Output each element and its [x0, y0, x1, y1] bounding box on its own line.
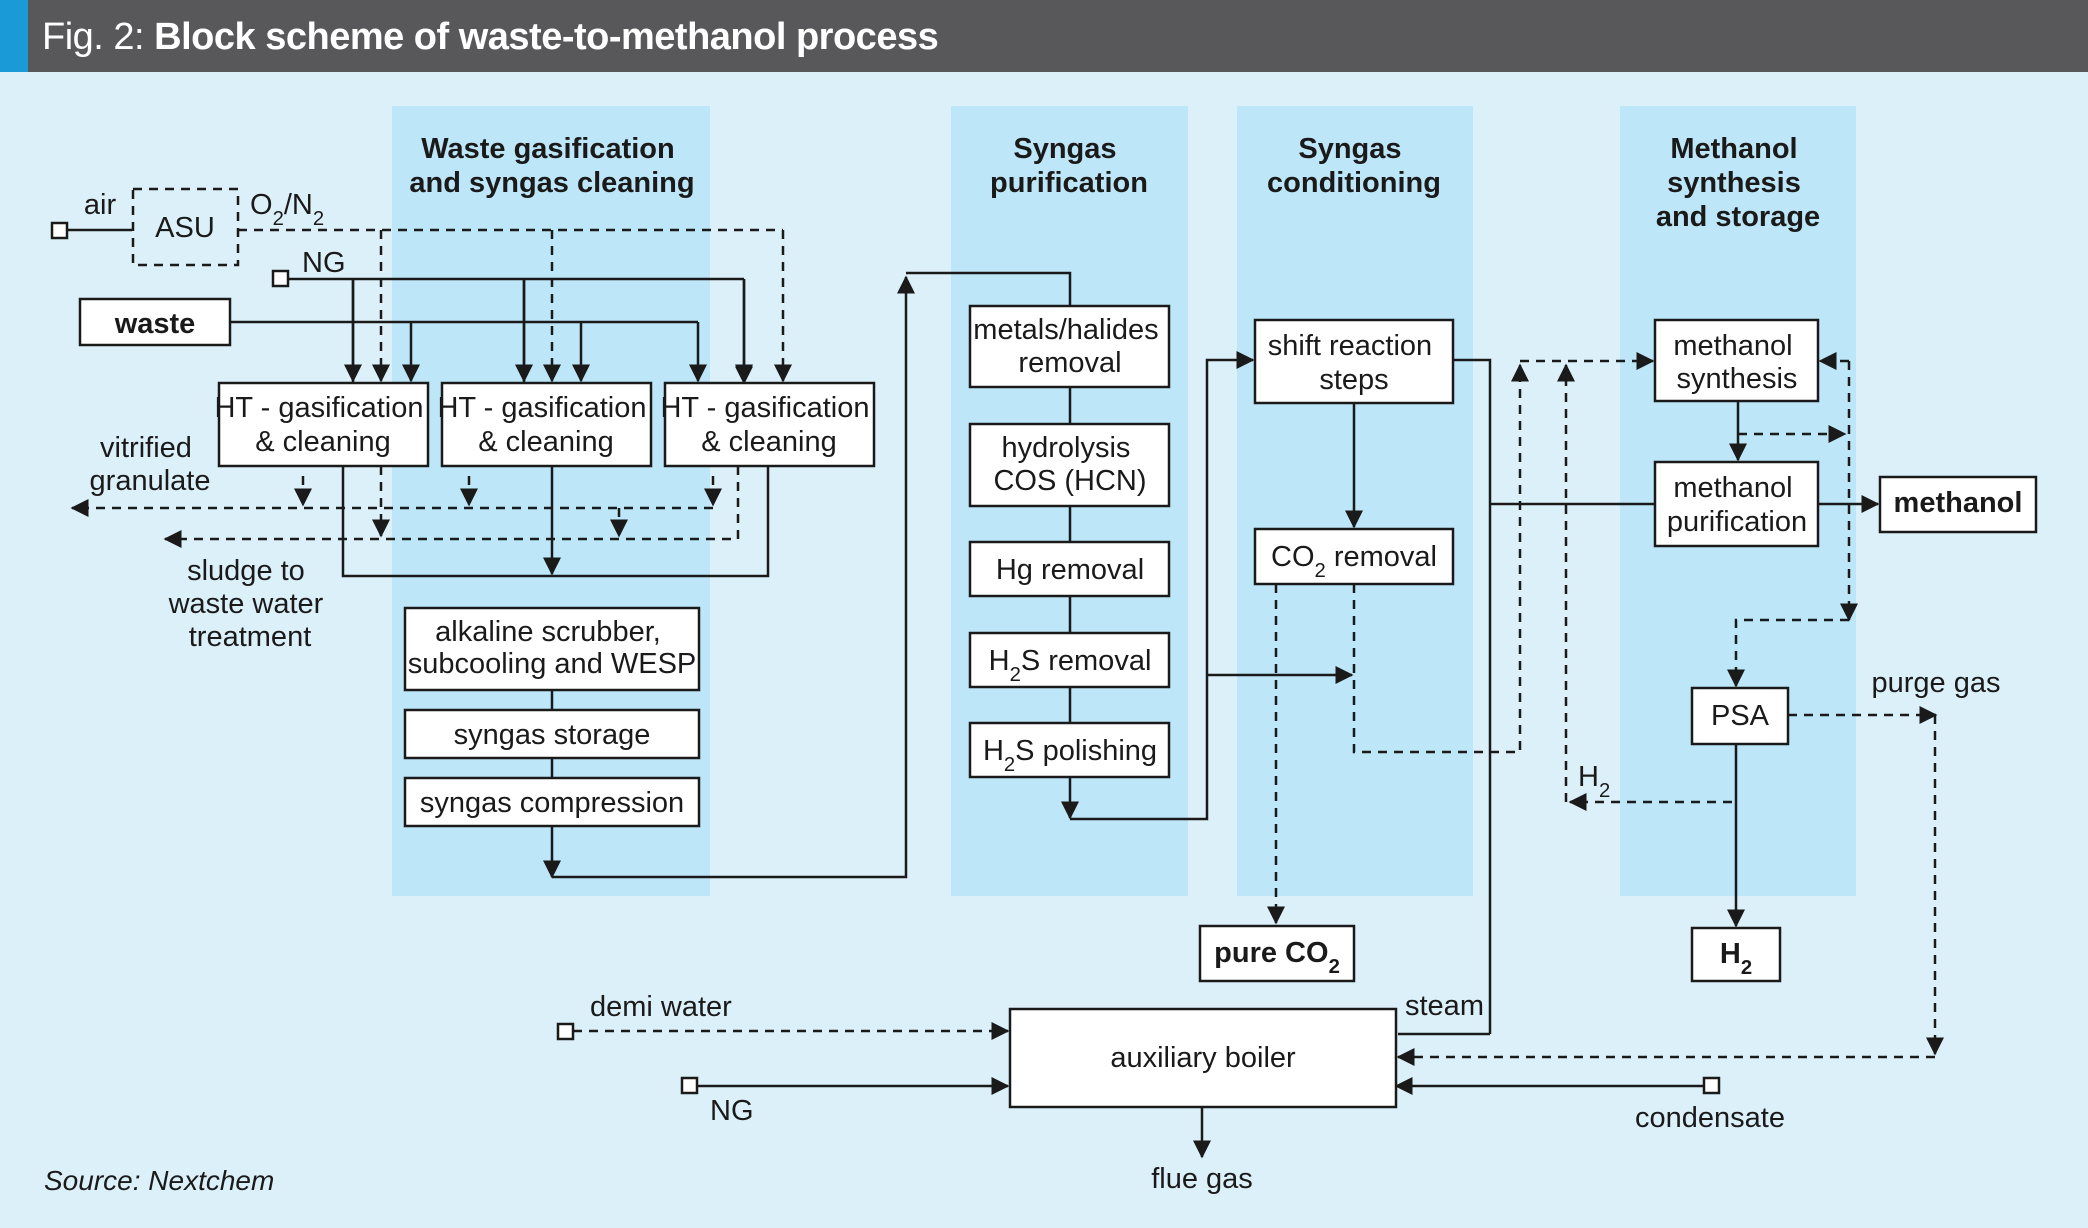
syngas-storage-box — [403, 708, 701, 760]
terminal-condensate — [1702, 1076, 1721, 1095]
air-label: air — [84, 189, 117, 221]
syngas-storage-label: syngas storage — [454, 719, 651, 751]
stage-headers: Waste gasification and syngas cleaning S… — [409, 133, 1820, 233]
hydrolysis-box — [968, 422, 1171, 508]
h2s-polishing-label: H2S polishing — [983, 735, 1157, 776]
h2s-removal-box — [968, 631, 1171, 689]
waste-label: waste — [114, 308, 196, 340]
vitrified-granulate-label: vitrified granulate — [90, 432, 211, 497]
flue-gas-label: flue gas — [1151, 1163, 1253, 1195]
methanol-synthesis-box — [1653, 318, 1820, 403]
header-accent-bar — [0, 0, 28, 72]
hg-removal-box — [968, 540, 1171, 598]
psa-box — [1690, 686, 1790, 746]
h2s-removal-label: H2S removal — [989, 645, 1152, 686]
flow-ht-collect — [341, 466, 770, 578]
pure-co2-box — [1198, 924, 1356, 983]
h2-recycle-label: H2 — [1578, 761, 1610, 802]
pure-co2-label: pure CO2 — [1214, 937, 1340, 978]
terminal-demi-water — [556, 1022, 575, 1041]
shift-reaction-label: shift reaction steps — [1268, 330, 1440, 396]
terminal-air — [50, 221, 69, 240]
methanol-purification-label: methanol purification — [1667, 472, 1807, 538]
ng-top-label: NG — [302, 247, 346, 279]
metals-halides-box — [968, 304, 1171, 389]
purge-gas-label: purge gas — [1872, 667, 2001, 699]
dashed-flows — [70, 228, 1944, 1066]
stage-header-syngas-conditioning: Syngas conditioning — [1267, 133, 1441, 199]
ht-gasification-box-2 — [440, 381, 653, 468]
h2-output-label: H2 — [1720, 938, 1752, 979]
auxiliary-boiler-box — [1008, 1007, 1398, 1109]
process-boxes — [78, 187, 2038, 1109]
methanol-output-box — [1878, 475, 2038, 534]
figure-prefix: Fig. 2: — [42, 16, 145, 58]
flow-to-purification — [552, 275, 915, 879]
waste-box — [78, 297, 232, 347]
stream-labels: air O2/N2 NG vitrified granulate sludge … — [44, 189, 2001, 1196]
terminal-ng-top — [271, 269, 290, 288]
methanol-output-label: methanol — [1894, 487, 2023, 519]
scrubber-box — [403, 606, 701, 692]
box-labels: ASU waste HT - gasification & cleaning H… — [114, 212, 2023, 1074]
flow-to-shift — [1070, 351, 1255, 821]
shift-reaction-box — [1253, 318, 1455, 405]
ht-gasification-label-1: HT - gasification & cleaning — [214, 392, 431, 458]
flow-shift-out — [1453, 358, 1492, 1034]
h2-output-box — [1690, 926, 1782, 983]
stage-header-waste-gasification: Waste gasification and syngas cleaning — [409, 133, 694, 199]
flow-into-metals — [906, 271, 1072, 306]
methanol-synthesis-label: methanol synthesis — [1673, 330, 1800, 395]
auxiliary-boiler-label: auxiliary boiler — [1110, 1042, 1296, 1074]
syngas-compression-label: syngas compression — [420, 787, 684, 819]
asu-box — [131, 187, 240, 267]
methanol-purification-box — [1653, 460, 1820, 548]
stage-header-methanol-synthesis: Methanol synthesis and storage — [1656, 133, 1820, 233]
psa-label: PSA — [1711, 700, 1770, 732]
syngas-compression-box — [403, 776, 701, 828]
metals-halides-label: metals/halides removal — [973, 314, 1166, 379]
flow-co2-recycle — [1352, 363, 1529, 754]
stage-header-syngas-purification: Syngas purification — [990, 133, 1148, 199]
co2-removal-box — [1253, 527, 1455, 586]
condensate-label: condensate — [1635, 1102, 1785, 1134]
hydrolysis-label: hydrolysis COS (HCN) — [993, 432, 1146, 497]
solid-flows — [66, 228, 1880, 1159]
figure-title: Fig. 2: Block scheme of waste-to-methano… — [42, 0, 939, 72]
figure-header: Fig. 2: Block scheme of waste-to-methano… — [0, 0, 2088, 72]
scrubber-label: alkaline scrubber, subcooling and WESP — [408, 616, 697, 680]
ht-gasification-label-3: HT - gasification & cleaning — [660, 392, 877, 458]
figure-title-text: Block scheme of waste-to-methanol proces… — [154, 16, 939, 58]
terminals — [50, 221, 1721, 1095]
ht-gasification-box-1 — [217, 381, 430, 468]
steam-label: steam — [1405, 990, 1484, 1022]
o2n2-label: O2/N2 — [250, 189, 324, 230]
hg-removal-label: Hg removal — [996, 554, 1144, 586]
source-note: Source: Nextchem — [44, 1165, 274, 1196]
ht-gasification-box-3 — [663, 381, 876, 468]
ng-bottom-label: NG — [710, 1095, 754, 1127]
flow-loop-to-psa — [1727, 618, 1849, 688]
ht-gasification-label-2: HT - gasification & cleaning — [437, 392, 654, 458]
terminal-ng-bottom — [680, 1076, 699, 1095]
sludge-label: sludge to waste water treatment — [168, 555, 332, 653]
flow-sludge-main — [163, 466, 740, 548]
h2s-polishing-box — [968, 721, 1171, 779]
demi-water-label: demi water — [590, 991, 732, 1023]
co2-removal-label: CO2 removal — [1271, 541, 1437, 582]
asu-label: ASU — [155, 212, 215, 244]
